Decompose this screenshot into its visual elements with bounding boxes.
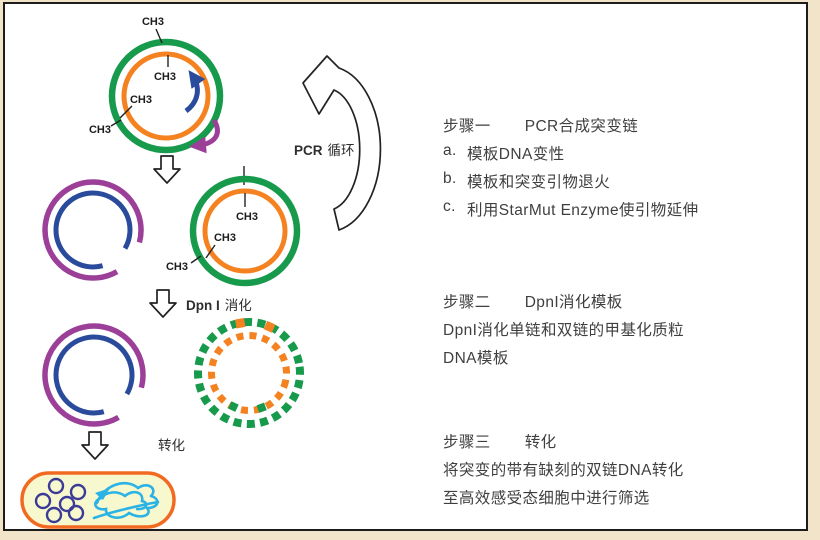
item-marker: a. xyxy=(443,142,457,159)
transformed-plasmid xyxy=(69,483,87,501)
item-marker: c. xyxy=(443,198,456,215)
transformed-plasmid xyxy=(47,477,65,495)
item-text: 模板DNA变性 xyxy=(467,146,565,163)
ch3-label: CH3 xyxy=(142,16,164,28)
mutant-plasmid-2 xyxy=(42,323,149,427)
item-text: 利用StarMut Enzyme使引物延伸 xyxy=(467,202,699,219)
step-3-line-2: 至高效感受态细胞中进行筛选 xyxy=(443,490,650,507)
methylated-template-plasmid-2: CH3 CH3 CH3 xyxy=(166,166,301,287)
step-3-heading: 转化 xyxy=(524,434,557,451)
step-3-section: 步骤三 转化 将突变的带有缺刻的双链DNA转化 至高效感受态细胞中进行筛选 xyxy=(443,430,813,514)
transformed-plasmid xyxy=(34,492,52,510)
step-1-label: 步骤一 xyxy=(443,118,491,135)
fragment-square xyxy=(228,401,239,412)
step-1-item-a: a. 模板DNA变性 xyxy=(443,142,813,170)
chromosomal-dna-scribble xyxy=(92,482,160,520)
step-2-line-1: DpnI消化单链和双链的甲基化质粒 xyxy=(443,322,685,339)
step-2-heading: DpnI消化模板 xyxy=(524,294,623,311)
step-2-title: 步骤二 DpnI消化模板 xyxy=(443,290,813,318)
mutagenic-primer-arrow-inner xyxy=(184,70,206,114)
fragment-square xyxy=(263,320,276,333)
transformed-plasmid xyxy=(45,506,63,524)
mutant-plasmid xyxy=(42,179,149,281)
step-3-line-1: 将突变的带有缺刻的双链DNA转化 xyxy=(443,462,684,479)
step-1-item-c: c. 利用StarMut Enzyme使引物延伸 xyxy=(443,198,813,226)
step-3-title: 步骤三 转化 xyxy=(443,430,813,458)
fragment-square xyxy=(235,318,246,329)
fragment-square xyxy=(256,402,267,413)
step-1-heading: PCR合成突变链 xyxy=(524,118,639,135)
ch3-label: CH3 xyxy=(214,232,236,244)
ch3-label: CH3 xyxy=(236,211,258,223)
ch3-label: CH3 xyxy=(166,261,188,273)
ch3-pointer-line xyxy=(205,244,216,259)
step-2-line-2: DNA模板 xyxy=(443,350,509,367)
item-text: 模板和突变引物退火 xyxy=(467,174,611,191)
step-1-section: 步骤一 PCR合成突变链 a. 模板DNA变性 b. 模板和突变引物退火 c. 利用St… xyxy=(443,114,813,226)
ch3-pointer-line xyxy=(155,28,163,44)
down-arrow xyxy=(153,155,181,184)
step-2-label: 步骤二 xyxy=(443,294,491,311)
ch3-pointer-line xyxy=(190,255,202,264)
transform-label: 转化 xyxy=(158,438,185,453)
down-arrow xyxy=(149,289,177,318)
mutation-site-marker xyxy=(133,248,149,264)
item-marker: b. xyxy=(443,170,457,187)
ch3-label: CH3 xyxy=(130,94,152,106)
step-1-item-b: b. 模板和突变引物退火 xyxy=(443,170,813,198)
step-3-label: 步骤三 xyxy=(443,434,491,451)
digested-template-fragments xyxy=(194,318,304,428)
step-1-title: 步骤一 PCR合成突变链 xyxy=(443,114,813,142)
transformed-plasmid xyxy=(58,495,76,513)
methylated-template-plasmid: CH3 CH3 CH3 CH3 xyxy=(89,16,224,154)
ch3-label: CH3 xyxy=(154,71,176,83)
ch3-label: CH3 xyxy=(89,124,111,136)
mutation-site-marker xyxy=(133,393,149,409)
ch3-pointer-line xyxy=(110,119,122,127)
step-2-section: 步骤二 DpnI消化模板 DpnI消化单链和双链的甲基化质粒 DNA模板 xyxy=(443,290,813,374)
transformed-plasmid xyxy=(67,504,85,522)
competent-cell xyxy=(20,471,176,529)
mutagenic-primer-arrow-outer xyxy=(189,118,220,154)
down-arrow xyxy=(81,431,109,460)
ch3-pointer-line xyxy=(119,105,133,119)
